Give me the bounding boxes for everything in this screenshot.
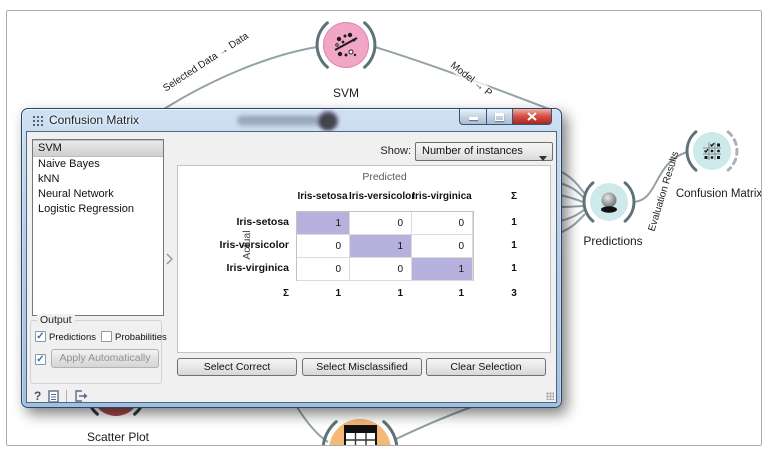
- node-svm[interactable]: [323, 22, 369, 68]
- column-header-virginica: Iris-virginica: [412, 191, 472, 202]
- cell-1-0[interactable]: 0: [297, 235, 350, 258]
- apply-automatically-button[interactable]: Apply Automatically: [51, 349, 159, 368]
- edge-fan-4[interactable]: [559, 205, 584, 208]
- row-sum-1: 1: [511, 240, 517, 251]
- cell-0-1[interactable]: 0: [350, 212, 412, 235]
- column-sum-0: 1: [335, 288, 341, 299]
- sum-row-symbol: Σ: [282, 288, 289, 299]
- edge-fan-3[interactable]: [559, 194, 584, 203]
- window-icon: [32, 115, 43, 126]
- column-header-setosa: Iris-setosa: [297, 191, 348, 202]
- edge-selected-data[interactable]: [163, 46, 318, 110]
- cell-2-0[interactable]: 0: [297, 258, 350, 281]
- select-misclassified-button[interactable]: Select Misclassified: [302, 358, 422, 376]
- window-titlebar[interactable]: Confusion Matrix: [22, 109, 561, 131]
- workflow-canvas: SVM Predictions: [6, 10, 762, 446]
- node-label-predictions: Predictions: [583, 234, 643, 248]
- select-correct-button[interactable]: Select Correct: [177, 358, 297, 376]
- predicted-axis-label: Predicted: [362, 171, 407, 183]
- help-icon[interactable]: ?: [34, 389, 42, 403]
- column-sum-2: 1: [458, 288, 464, 299]
- row-label-versicolor: Iris-versicolor: [219, 239, 289, 251]
- table-node-brackets: [321, 420, 399, 445]
- svm-icon: [334, 32, 358, 57]
- cell-2-1[interactable]: 0: [350, 258, 412, 281]
- probabilities-checkbox-label: Probabilities: [115, 332, 167, 343]
- row-sum-2: 1: [511, 263, 517, 274]
- confusion-matrix-window: Confusion Matrix SVM Naive Bayes kNN Neu…: [21, 108, 562, 408]
- edge-evaluation-results[interactable]: [633, 151, 688, 203]
- maximize-icon: [495, 112, 504, 121]
- predictions-node-brackets: [582, 181, 636, 223]
- chevron-right-icon: [166, 253, 174, 265]
- learner-item-naive-bayes[interactable]: Naive Bayes: [38, 158, 100, 170]
- matrix-grid: 1 0 0 0 1 0 0 0 1: [296, 211, 474, 281]
- cell-0-0[interactable]: 1: [297, 212, 350, 235]
- probabilities-checkbox[interactable]: [101, 331, 112, 342]
- edge-fan-2[interactable]: [559, 182, 585, 199]
- actual-axis-label: Actual: [241, 230, 253, 260]
- svm-node-brackets: [315, 21, 377, 69]
- cell-1-2[interactable]: 0: [412, 235, 473, 258]
- confusion-matrix-table: Predicted Iris-setosa Iris-versicolor Ir…: [177, 165, 551, 353]
- sum-column-header: Σ: [510, 191, 517, 202]
- learner-list: SVM Naive Bayes kNN Neural Network Logis…: [32, 139, 164, 316]
- output-group-label: Output: [37, 314, 75, 326]
- splitter-handle[interactable]: [166, 252, 174, 270]
- cell-1-1[interactable]: 1: [350, 235, 412, 258]
- resize-grip[interactable]: [546, 392, 554, 400]
- status-separator: [66, 390, 68, 402]
- data-table-icon: [344, 425, 377, 445]
- close-button[interactable]: [513, 109, 552, 125]
- maximize-button[interactable]: [486, 109, 513, 125]
- dialog-content: SVM Naive Bayes kNN Neural Network Logis…: [26, 131, 557, 403]
- show-label: Show:: [380, 145, 411, 157]
- predictions-checkbox-label: Predictions: [49, 332, 96, 343]
- learner-item-knn[interactable]: kNN: [38, 173, 60, 185]
- crystal-ball-icon: [601, 192, 617, 213]
- show-combobox[interactable]: Number of instances: [415, 142, 553, 161]
- row-label-virginica: Iris-virginica: [226, 262, 289, 274]
- node-label-scatter-plot: Scatter Plot: [86, 430, 150, 444]
- confusion-node-brackets: [685, 130, 739, 172]
- output-group: Output ✓ Predictions Probabilities ✓ App…: [30, 314, 167, 384]
- node-label-svm: SVM: [332, 86, 359, 100]
- report-icon[interactable]: [48, 389, 60, 403]
- node-predictions[interactable]: [590, 183, 628, 221]
- cell-2-2[interactable]: 1: [412, 258, 473, 281]
- column-sum-1: 1: [397, 288, 403, 299]
- status-bar: ?: [34, 389, 88, 403]
- window-title: Confusion Matrix: [49, 113, 140, 127]
- edge-fan-1[interactable]: [559, 170, 586, 195]
- minimize-button[interactable]: [459, 109, 486, 125]
- confusion-matrix-icon: [703, 142, 721, 160]
- row-label-setosa: Iris-setosa: [236, 216, 289, 228]
- apply-automatically-checkbox[interactable]: ✓: [35, 354, 46, 365]
- predictions-checkbox[interactable]: ✓: [35, 331, 46, 342]
- minimize-icon: [468, 117, 478, 120]
- blurred-edge-label: [237, 116, 325, 126]
- close-icon: [527, 112, 537, 121]
- chevron-down-icon: [539, 150, 547, 167]
- learner-item-svm[interactable]: SVM: [33, 140, 163, 157]
- show-combobox-value: Number of instances: [422, 145, 523, 157]
- node-confusion-matrix[interactable]: [693, 132, 731, 170]
- learner-item-logistic-regression[interactable]: Logistic Regression: [38, 203, 134, 215]
- cell-0-2[interactable]: 0: [412, 212, 473, 235]
- edge-fan-5[interactable]: [559, 209, 585, 222]
- clear-selection-button[interactable]: Clear Selection: [426, 358, 546, 376]
- learner-item-neural-network[interactable]: Neural Network: [38, 188, 114, 200]
- edge-fan-6[interactable]: [559, 213, 586, 234]
- row-sum-0: 1: [511, 217, 517, 228]
- export-icon[interactable]: [74, 390, 88, 402]
- node-label-confusion-matrix: Confusion Matrix: [675, 188, 762, 200]
- column-header-versicolor: Iris-versicolor: [349, 191, 416, 202]
- blurred-node: [317, 110, 339, 131]
- grand-total: 3: [511, 288, 517, 299]
